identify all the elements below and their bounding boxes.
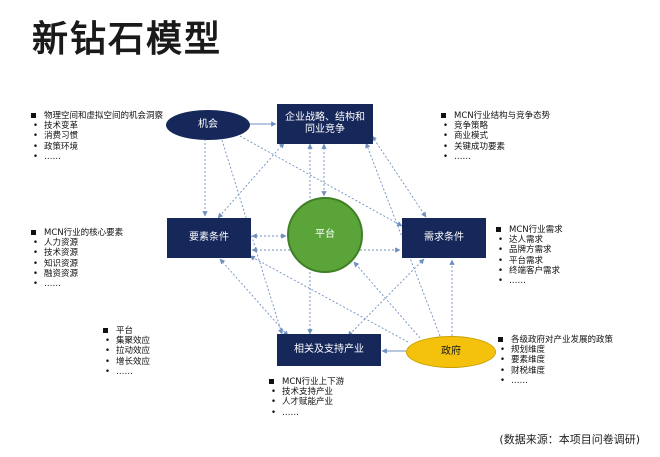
note-platform: 平台 集聚效应 拉动效应 增长效应 …… <box>102 326 202 377</box>
note-item: 集聚效应 <box>102 336 202 346</box>
note-head: 物理空间和虚拟空间的机会洞察 <box>30 111 165 121</box>
node-platform: 平台 <box>287 197 363 273</box>
note-item: 要素维度 <box>497 355 647 365</box>
note-item: 拉动效应 <box>102 346 202 356</box>
note-item: 增长效应 <box>102 357 202 367</box>
note-head: MCN行业需求 <box>495 225 645 235</box>
note-item: 融资资源 <box>30 269 165 279</box>
note-item: 规划维度 <box>497 345 647 355</box>
note-item: 政策环境 <box>30 142 165 152</box>
edge-opportunity-demand <box>239 135 403 227</box>
note-item: 知识资源 <box>30 259 165 269</box>
note-item: 技术资源 <box>30 248 165 258</box>
node-strategy: 企业战略、结构和 同业竞争 <box>277 104 373 144</box>
note-related: MCN行业上下游 技术支持产业 人才赋能产业 …… <box>268 377 408 418</box>
node-factor: 要素条件 <box>167 218 251 258</box>
note-item: …… <box>497 376 647 386</box>
edge-strategy-demand <box>371 135 427 218</box>
note-item: 关键成功要素 <box>440 142 620 152</box>
node-government: 政府 <box>406 336 496 368</box>
edge-government-strategy <box>365 142 441 337</box>
note-item: 商业模式 <box>440 131 620 141</box>
note-item: 品牌方需求 <box>495 245 645 255</box>
note-item: 技术支持产业 <box>268 387 408 397</box>
node-demand: 需求条件 <box>402 218 486 258</box>
note-factor: MCN行业的核心要素 人力资源 技术资源 知识资源 融资资源 …… <box>30 228 165 289</box>
page-title: 新钻石模型 <box>32 19 223 60</box>
note-item: 终端客户需求 <box>495 266 645 276</box>
note-head: MCN行业上下游 <box>268 377 408 387</box>
note-head: 各级政府对产业发展的政策 <box>497 335 647 345</box>
note-item: …… <box>495 276 645 286</box>
note-demand: MCN行业需求 达人需求 品牌方需求 平台需求 终端客户需求 …… <box>495 225 645 286</box>
note-item: …… <box>102 367 202 377</box>
note-head: 平台 <box>102 326 202 336</box>
note-item: 人力资源 <box>30 238 165 248</box>
note-item: 平台需求 <box>495 256 645 266</box>
note-item: 消费习惯 <box>30 131 165 141</box>
node-related: 相关及支持产业 <box>277 334 381 366</box>
note-head: MCN行业的核心要素 <box>30 228 165 238</box>
note-item: 达人需求 <box>495 235 645 245</box>
node-opportunity: 机会 <box>166 110 250 140</box>
note-item: 竞争策略 <box>440 121 620 131</box>
note-item: …… <box>30 279 165 289</box>
edge-strategy-factor <box>217 142 285 219</box>
note-item: 技术变革 <box>30 121 165 131</box>
edge-government-platform <box>353 261 421 339</box>
note-item: …… <box>30 152 165 162</box>
note-head: MCN行业结构与竞争态势 <box>440 111 620 121</box>
node-strategy-label: 企业战略、结构和 同业竞争 <box>285 112 365 135</box>
note-item: …… <box>268 408 408 418</box>
note-item: 财税维度 <box>497 366 647 376</box>
note-item: 人才赋能产业 <box>268 397 408 407</box>
note-item: …… <box>440 152 620 162</box>
edge-factor-related <box>219 258 289 337</box>
note-government: 各级政府对产业发展的政策 规划维度 要素维度 财税维度 …… <box>497 335 647 386</box>
note-opportunity: 物理空间和虚拟空间的机会洞察 技术变革 消费习惯 政策环境 …… <box>30 111 165 162</box>
data-source: (数据来源：本项目问卷调研) <box>499 433 640 446</box>
edge-government-factor <box>249 255 409 343</box>
note-strategy: MCN行业结构与竞争态势 竞争策略 商业模式 关键成功要素 …… <box>440 111 620 162</box>
edge-demand-related <box>347 258 425 337</box>
